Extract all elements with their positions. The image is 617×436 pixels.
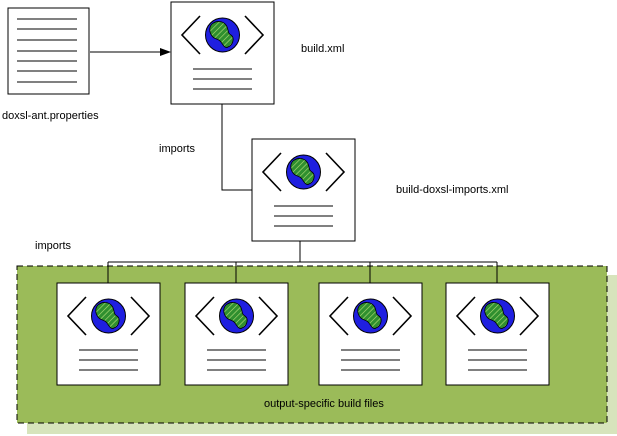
imports-label-2: imports <box>35 240 72 252</box>
build-xml-document-icon <box>170 1 275 105</box>
output-group-label: output-specific build files <box>264 398 384 410</box>
output-xml-document-icon-1 <box>56 282 161 386</box>
arrowhead-icon <box>160 48 171 56</box>
build-imports-xml-label: build-doxsl-imports.xml <box>396 184 508 196</box>
imports-label-1: imports <box>159 143 196 155</box>
properties-file-label: doxsl-ant.properties <box>2 110 99 122</box>
build-imports-xml-document-icon <box>251 138 356 242</box>
output-xml-document-icon-2 <box>184 282 289 386</box>
output-xml-document-icon-4 <box>445 282 550 386</box>
build-to-imports-connector <box>221 103 253 191</box>
output-xml-document-icon-3 <box>318 282 423 386</box>
text-document-icon <box>7 7 90 95</box>
build-xml-label: build.xml <box>301 43 344 55</box>
